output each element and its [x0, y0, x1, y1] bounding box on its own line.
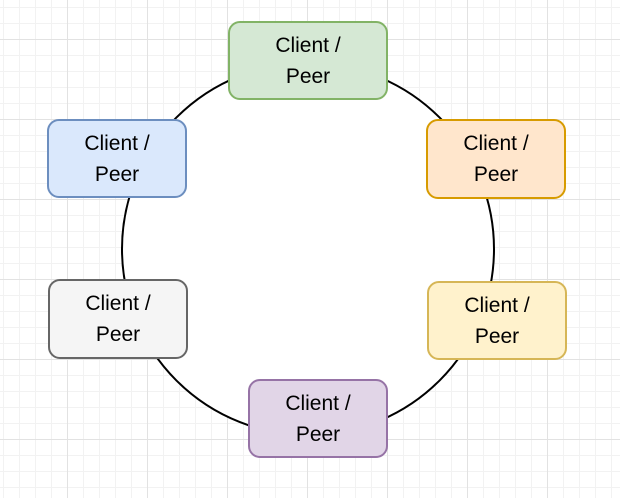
node-label-line2: Peer: [473, 163, 519, 186]
node-client-peer-upper-right[interactable]: Client / Peer: [426, 119, 566, 199]
node-label-line1: Client /: [464, 293, 530, 317]
node-label-line1: Client /: [85, 292, 151, 315]
node-label-line2: Peer: [94, 162, 140, 186]
node-label-line2: Peer: [95, 323, 141, 346]
node-client-peer-lower-left[interactable]: Client / Peer: [48, 279, 188, 359]
node-client-peer-lower-right[interactable]: Client / Peer: [427, 281, 567, 360]
node-client-peer-bottom[interactable]: Client / Peer: [248, 379, 388, 458]
node-label-line1: Client /: [275, 33, 341, 57]
node-client-peer-top[interactable]: Client / Peer: [228, 21, 388, 100]
node-label-line2: Peer: [285, 64, 331, 88]
node-client-peer-upper-left[interactable]: Client / Peer: [47, 119, 187, 198]
node-label-line2: Peer: [295, 422, 341, 446]
node-label-line1: Client /: [285, 391, 351, 415]
node-label-line1: Client /: [463, 132, 529, 155]
node-label-line2: Peer: [474, 324, 520, 348]
node-label-line1: Client /: [84, 131, 150, 155]
